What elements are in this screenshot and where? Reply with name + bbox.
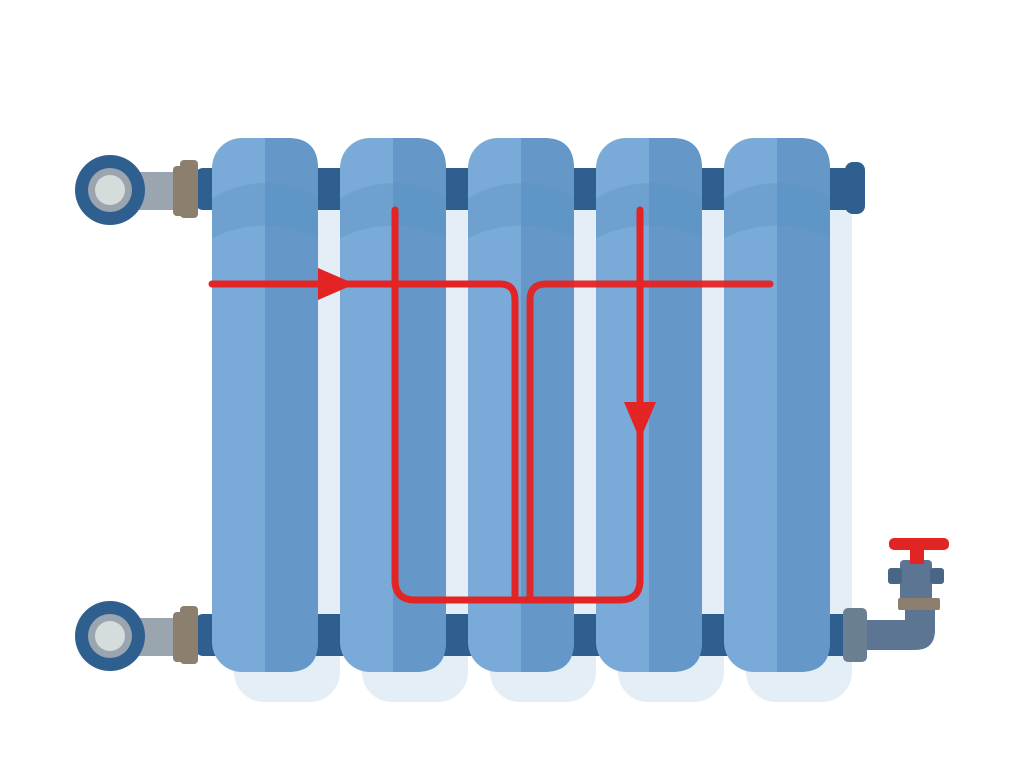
radiator-section [212,138,318,672]
flow-arrow-right [318,268,355,300]
radiator-section [724,138,830,672]
flow-arrow-down [624,402,656,440]
flow-arrowheads [318,268,656,440]
radiator-section [468,138,574,672]
radiator-sections [212,138,830,672]
valve-icon [843,538,949,662]
pipe-inlet-fitting-icon [75,155,198,225]
pipe-outlet-fitting-icon [75,601,198,671]
flow-arrow-icon [208,206,774,604]
